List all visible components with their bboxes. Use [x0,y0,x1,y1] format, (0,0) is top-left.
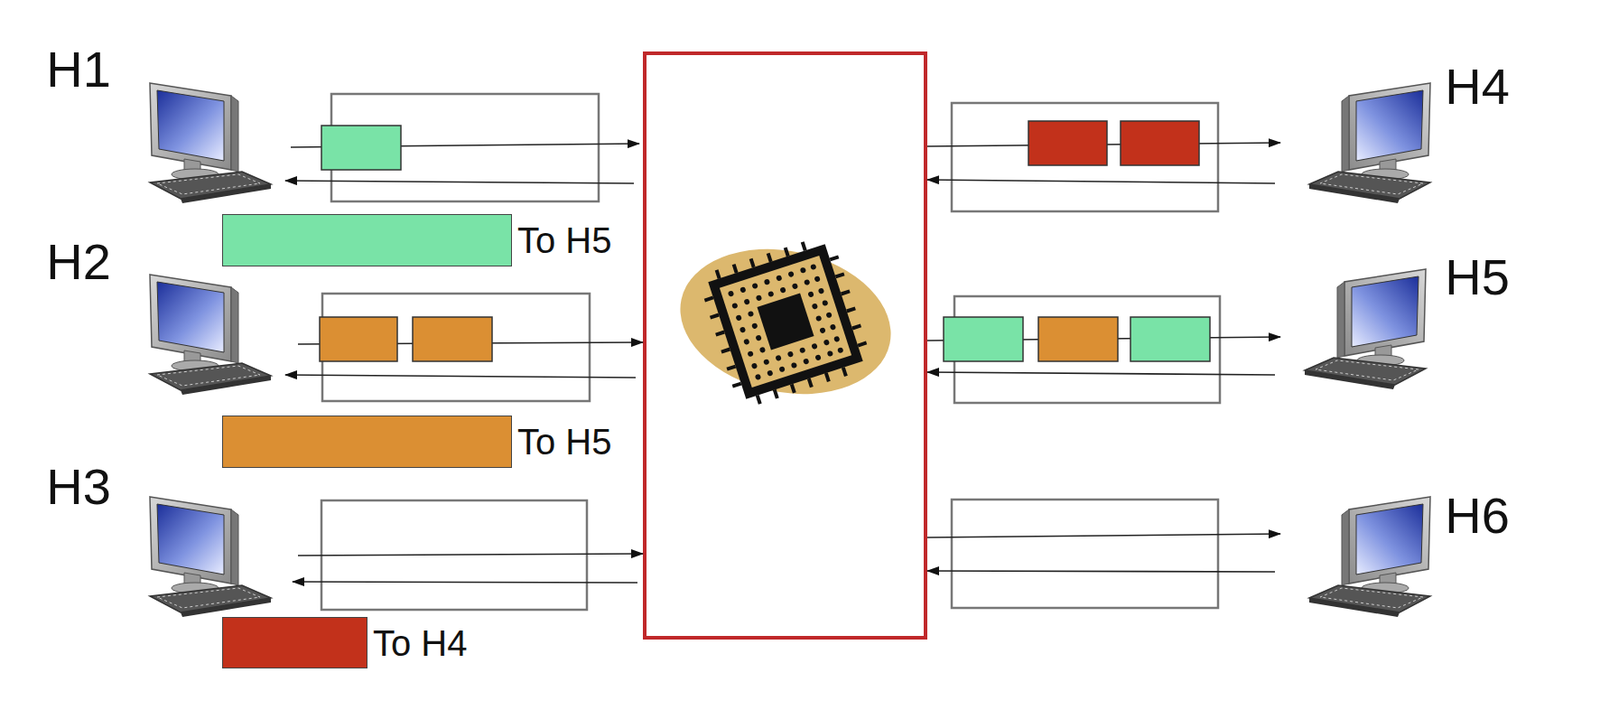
switch-box [644,53,926,638]
host-name: H5 [1444,251,1510,303]
destination-label: To H4 [372,624,468,661]
packet-swatch [222,415,512,468]
packet-bar: To H5 [222,415,613,468]
destination-label: To H5 [517,423,613,460]
buffer-boxes [321,93,1220,610]
host-name: H4 [1444,61,1510,112]
packet-bar: To H4 [222,616,468,669]
host-name: H1 [46,44,112,95]
chip-icon [666,230,904,413]
host-name: H6 [1444,490,1510,541]
destination-label: To H5 [517,222,613,259]
link-arrows [285,142,1281,583]
packet-swatch [222,616,368,669]
host-name: H2 [46,236,112,288]
host-computers [149,83,1431,617]
host-name: H3 [46,461,112,512]
packet-swatch [222,213,512,267]
packet-bar: To H5 [222,213,613,267]
